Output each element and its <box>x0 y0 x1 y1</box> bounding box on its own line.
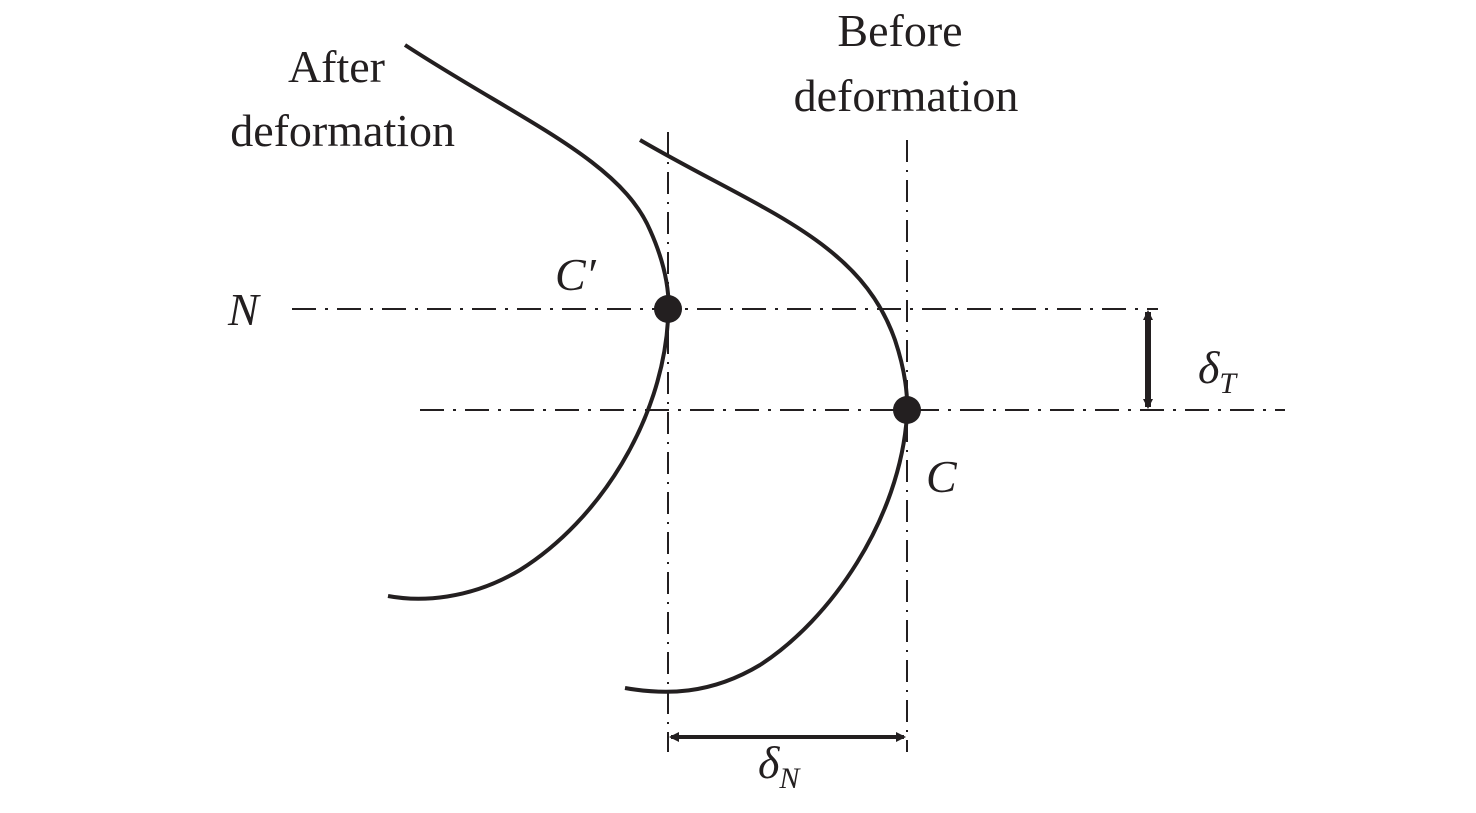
delta-t-symbol: δ <box>1198 342 1220 393</box>
label-delta-t: δT <box>1198 342 1238 400</box>
label-delta-n: δN <box>758 737 801 795</box>
before-label-line2: deformation <box>794 70 1019 121</box>
after-label-line2: deformation <box>230 105 455 156</box>
delta-n-symbol: δ <box>758 737 780 788</box>
delta-t-subscript: T <box>1219 367 1238 400</box>
label-c-prime: C′ <box>555 249 597 300</box>
after-label-line1: After <box>288 41 385 92</box>
point-c <box>893 396 921 424</box>
delta-n-subscript: N <box>778 762 801 795</box>
point-c-prime <box>654 295 682 323</box>
label-n: N <box>227 284 261 335</box>
label-c: C <box>926 451 958 502</box>
before-label-line1: Before <box>837 5 962 56</box>
